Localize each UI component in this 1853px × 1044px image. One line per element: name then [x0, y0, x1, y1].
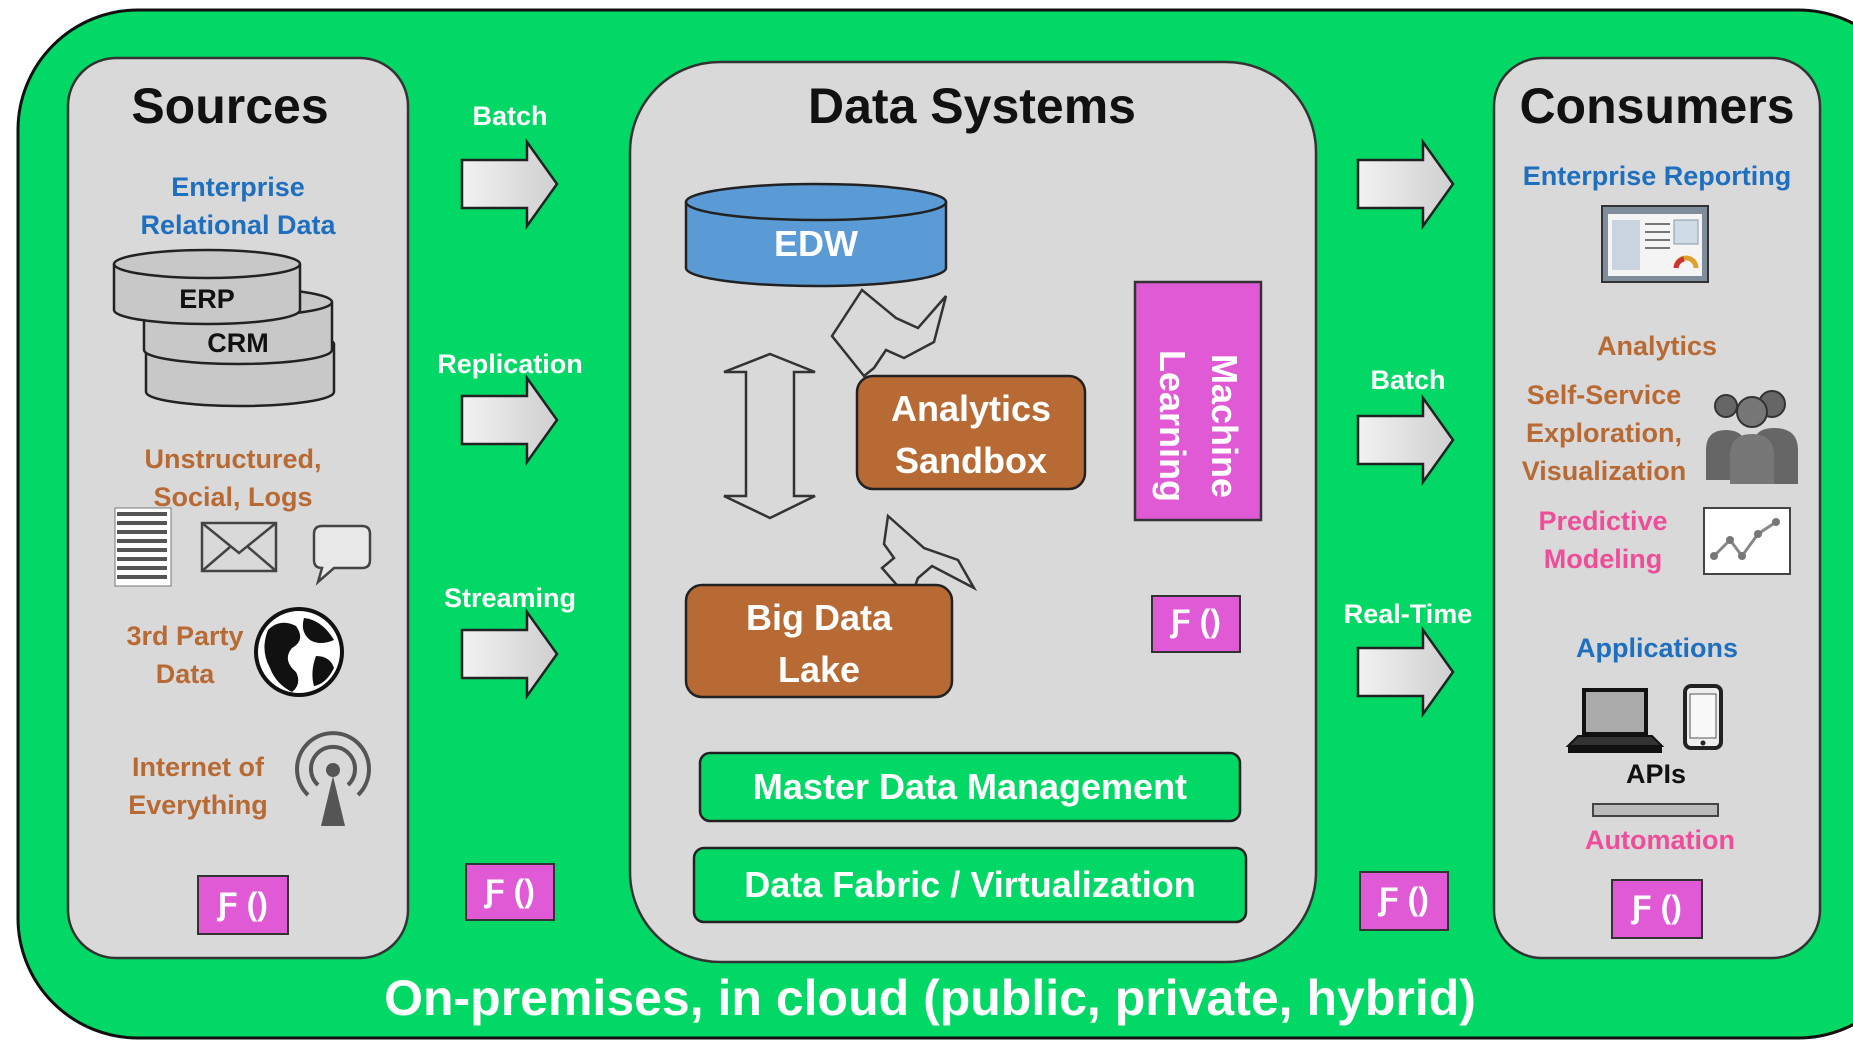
- document-icon: [114, 507, 172, 587]
- machine-learning-box: [1133, 280, 1263, 522]
- analytics-sandbox-label: Analytics Sandbox: [890, 388, 1052, 481]
- crm-label: CRM: [207, 328, 269, 358]
- line-chart-icon: [1703, 507, 1791, 575]
- consumers-title: Consumers: [1519, 78, 1795, 134]
- envelope-icon: [200, 521, 278, 573]
- api-bar: [1592, 803, 1719, 817]
- phone-icon: [1683, 684, 1723, 750]
- dashboard-icon: [1601, 205, 1709, 283]
- third-party-label: 3rd Party Data: [126, 621, 244, 689]
- erp-label: ERP: [179, 284, 235, 314]
- data-fabric-box: [692, 846, 1248, 924]
- users-icon: [1706, 390, 1798, 484]
- delivery-label-batch: Batch: [1370, 365, 1446, 395]
- delivery-label-realtime: Real-Time: [1343, 599, 1473, 629]
- function-badge-ingest: Ƒ (): [485, 873, 535, 909]
- antenna-icon: [295, 731, 371, 826]
- data-fabric-label: Data Fabric / Virtualization: [744, 864, 1196, 905]
- applications-label: Applications: [1575, 633, 1738, 663]
- function-badge-systems: Ƒ (): [1171, 603, 1221, 639]
- edw-cylinder: [684, 182, 948, 288]
- machine-learning-label: Machine Learning: [1152, 349, 1245, 502]
- automation-label: Automation: [1585, 825, 1735, 855]
- function-badge-delivery: Ƒ (): [1379, 881, 1429, 917]
- sources-title: Sources: [131, 78, 329, 134]
- enterprise-reporting-label: Enterprise Reporting: [1522, 161, 1792, 191]
- apis-label: APIs: [1625, 759, 1687, 789]
- function-badge-bg-ingest: [465, 863, 555, 921]
- edw-to-sandbox-arrow-icon: [830, 288, 948, 378]
- function-badge-bg-sources: [197, 875, 289, 935]
- big-data-lake-box: [684, 583, 954, 699]
- consumers-panel: [1492, 56, 1822, 960]
- function-badge-sources: Ƒ (): [218, 886, 268, 922]
- self-service-label: Self-Service Exploration, Visualization: [1521, 380, 1687, 486]
- master-data-management-box: [698, 751, 1242, 823]
- ingest-label-streaming: Streaming: [443, 583, 577, 613]
- ingest-label-batch: Batch: [472, 101, 548, 131]
- master-data-management-label: Master Data Management: [752, 766, 1188, 807]
- data-systems-title: Data Systems: [808, 78, 1136, 134]
- speech-bubble-icon: [312, 524, 372, 586]
- analytics-sandbox-box: [855, 374, 1087, 491]
- function-badge-consumers: Ƒ (): [1632, 889, 1682, 925]
- database-stack-icon: [112, 248, 336, 408]
- enterprise-relational-label: Enterprise Relational Data: [140, 172, 336, 240]
- predictive-modeling-label: Predictive Modeling: [1538, 506, 1668, 574]
- iot-label: Internet of Everything: [128, 752, 268, 820]
- globe-icon: [254, 607, 344, 697]
- function-badge-bg-systems: [1151, 595, 1241, 653]
- edw-label: EDW: [774, 223, 858, 264]
- ingest-label-replication: Replication: [437, 349, 583, 379]
- analytics-label: Analytics: [1596, 331, 1718, 361]
- laptop-icon: [1565, 688, 1665, 753]
- lake-to-sandbox-arrow-icon: [880, 513, 978, 603]
- big-data-lake-label: Big Data Lake: [745, 597, 893, 690]
- function-badge-bg-consumers: [1611, 879, 1703, 939]
- function-badge-bg-delivery: [1359, 871, 1449, 931]
- unstructured-label: Unstructured, Social, Logs: [144, 444, 322, 512]
- deployment-footer: On-premises, in cloud (public, private, …: [384, 970, 1476, 1026]
- double-arrow-icon: [723, 352, 816, 520]
